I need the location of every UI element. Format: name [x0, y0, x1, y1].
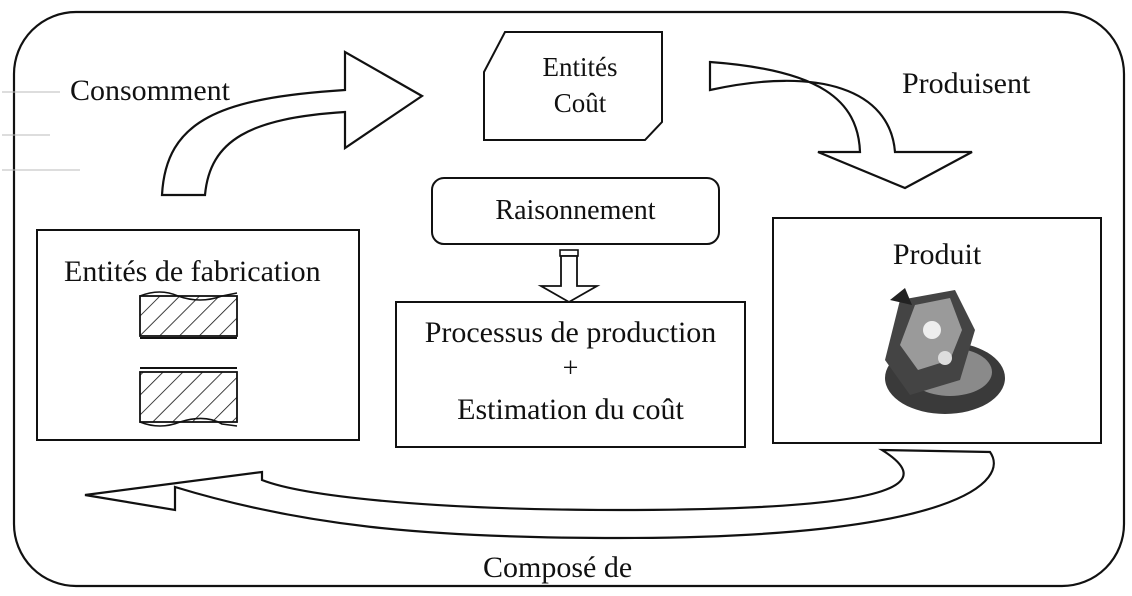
processus-line2: Estimation du coût [457, 393, 684, 426]
processus-plus: + [562, 353, 579, 384]
entites-cout-shape [483, 31, 663, 141]
processus-box [395, 301, 746, 448]
scan-artifacts [2, 91, 80, 171]
outer-frame [12, 10, 1126, 588]
processus-line1: Processus de production [424, 316, 717, 349]
compose-de-label: Composé de [483, 551, 633, 584]
compose-de-arrow [84, 448, 995, 540]
raisonnement-label: Raisonnement [495, 195, 656, 226]
raisonnement-box [431, 177, 720, 245]
machining-feature-drawing [139, 291, 238, 427]
entites-cout-line2: Coût [553, 88, 607, 118]
produisent-label: Produisent [902, 67, 1031, 100]
consomment-label: Consomment [70, 74, 231, 107]
produisent-arrow [708, 60, 973, 190]
consomment-arrow [160, 50, 425, 197]
produit-label: Produit [892, 238, 982, 271]
product-render-image [885, 288, 1005, 414]
fabrication-label: Entités de fabrication [64, 255, 321, 288]
down-arrow [537, 249, 601, 304]
entites-cout-line1: Entités [542, 52, 618, 82]
